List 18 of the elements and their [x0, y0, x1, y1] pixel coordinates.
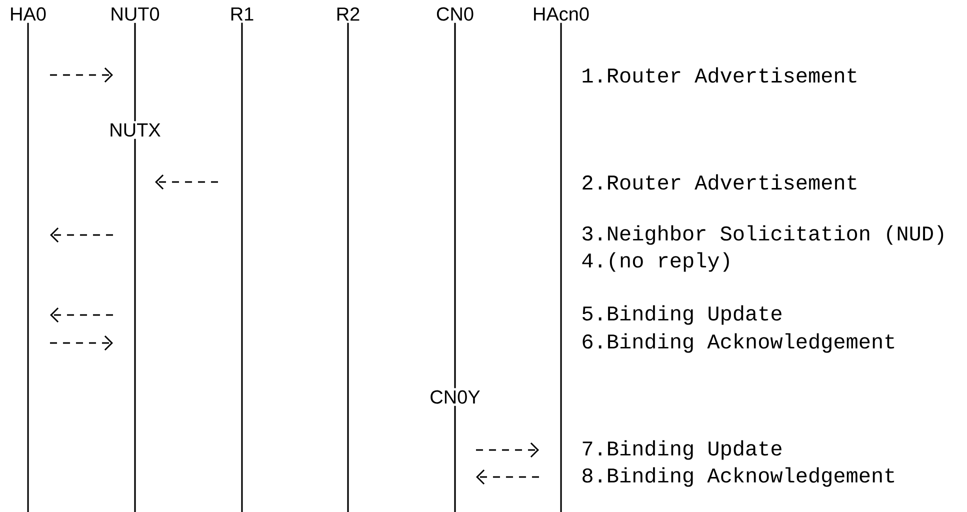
lifeline-label: CN0: [436, 7, 474, 21]
lifeline-label: HA0: [11, 7, 46, 21]
message-label: 1.Router Advertisement: [582, 67, 856, 83]
lifeline-label: CN0Y: [430, 390, 480, 404]
message-label: 7.Binding Update: [582, 440, 782, 460]
lifeline-label: R1: [231, 7, 254, 21]
message-label: 2.Router Advertisement: [582, 174, 856, 190]
message-label: 6.Binding Acknowledgement: [582, 333, 894, 353]
lifeline-label: HAcn0: [534, 7, 589, 21]
message-label: 5.Binding Update: [582, 305, 782, 325]
lifeline: [134, 22, 136, 122]
lifeline: [454, 22, 456, 388]
message-label: 4.(no reply): [582, 252, 729, 272]
lifeline-label: NUT0: [112, 7, 160, 21]
message-label: 3.Neighbor Solicitation (NUD): [582, 225, 944, 245]
lifeline-label: R2: [337, 7, 360, 21]
lifeline-label: NUTX: [110, 123, 160, 137]
message-label: 8.Binding Acknowledgement: [582, 467, 894, 487]
